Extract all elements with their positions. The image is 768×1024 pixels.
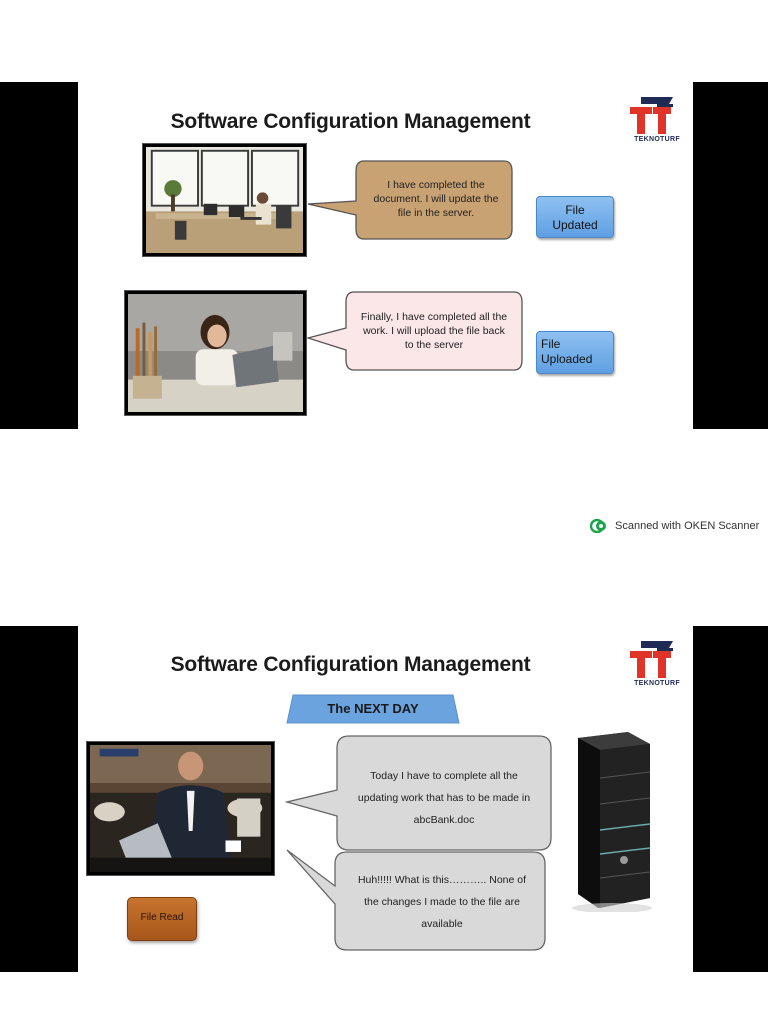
- teknoturf-logo-icon: [630, 641, 673, 678]
- black-bar-left-2: [0, 626, 78, 972]
- speech-bubble-4-text: Huh!!!!! What is this……….. None of the c…: [343, 869, 541, 935]
- speech-bubble-1: [307, 160, 513, 240]
- slide-title: Software Configuration Management: [170, 110, 531, 133]
- woman-laptop-photo: [124, 290, 307, 416]
- speech-bubble-4: [286, 849, 546, 951]
- office-photo: [142, 143, 307, 257]
- bubble-line: Today I have to complete all the: [370, 770, 518, 782]
- slide-title: Software Configuration Management: [170, 653, 531, 676]
- bubble-line: work. I will upload the file back: [363, 325, 505, 337]
- slide-2: Software Configuration Management TEKNOT…: [78, 626, 693, 972]
- bubble-line: I have completed the: [387, 179, 485, 191]
- bubble-line: abcBank.doc: [413, 814, 475, 826]
- slide-1: Software Configuration Management TEKNOT…: [78, 82, 693, 429]
- teknoturf-logo: TEKNOTURF: [627, 95, 687, 155]
- speech-bubble-2-text: Finally, I have completed all the work. …: [348, 310, 520, 352]
- button-line: Updated: [552, 218, 598, 232]
- button-line: File: [541, 337, 561, 351]
- woman-laptop-photo-image: [128, 294, 303, 412]
- bubble-line: file in the server.: [397, 207, 475, 219]
- server-tower-icon: [572, 732, 652, 912]
- bubble-line: document. I will update the: [373, 193, 499, 205]
- teknoturf-logo: TEKNOTURF: [627, 639, 687, 699]
- bubble-line: the changes I made to the file are: [364, 896, 520, 908]
- bubble-line: Huh!!!!! What is this……….. None of: [357, 874, 527, 886]
- logo-text: TEKNOTURF: [634, 136, 680, 143]
- black-bar-left-1: [0, 82, 78, 429]
- man-laptop-photo-image: [90, 745, 271, 872]
- next-day-banner-text: The NEXT DAY: [327, 701, 419, 716]
- speech-bubble-3-text: Today I have to complete all the updatin…: [339, 765, 549, 831]
- scanner-label: Scanned with OKEN Scanner: [615, 520, 760, 532]
- oken-scanner-icon: [590, 519, 606, 533]
- teknoturf-logo-icon: [630, 97, 673, 134]
- speech-bubble-1-text: I have completed the document. I will up…: [361, 178, 511, 220]
- logo-text: TEKNOTURF: [634, 680, 680, 687]
- speech-bubble-2: [306, 291, 523, 371]
- button-line: Uploaded: [541, 352, 593, 366]
- bubble-line: updating work that has to be made in: [357, 792, 531, 804]
- button-line: File: [565, 203, 585, 217]
- file-uploaded-button[interactable]: File Uploaded: [536, 331, 614, 374]
- bubble-line: available: [421, 918, 463, 930]
- black-bar-right-1: [693, 82, 768, 429]
- bubble-line: to the server: [404, 339, 464, 351]
- scanner-watermark: Scanned with OKEN Scanner: [590, 518, 759, 534]
- black-bar-right-2: [693, 626, 768, 972]
- next-day-banner: [286, 694, 460, 724]
- man-laptop-photo: [86, 741, 275, 876]
- office-photo-image: [146, 147, 303, 253]
- file-read-button[interactable]: File Read: [127, 897, 197, 941]
- bubble-line: Finally, I have completed all the: [360, 311, 508, 323]
- speech-bubble-3: [285, 735, 552, 851]
- file-updated-button[interactable]: File Updated: [536, 196, 614, 238]
